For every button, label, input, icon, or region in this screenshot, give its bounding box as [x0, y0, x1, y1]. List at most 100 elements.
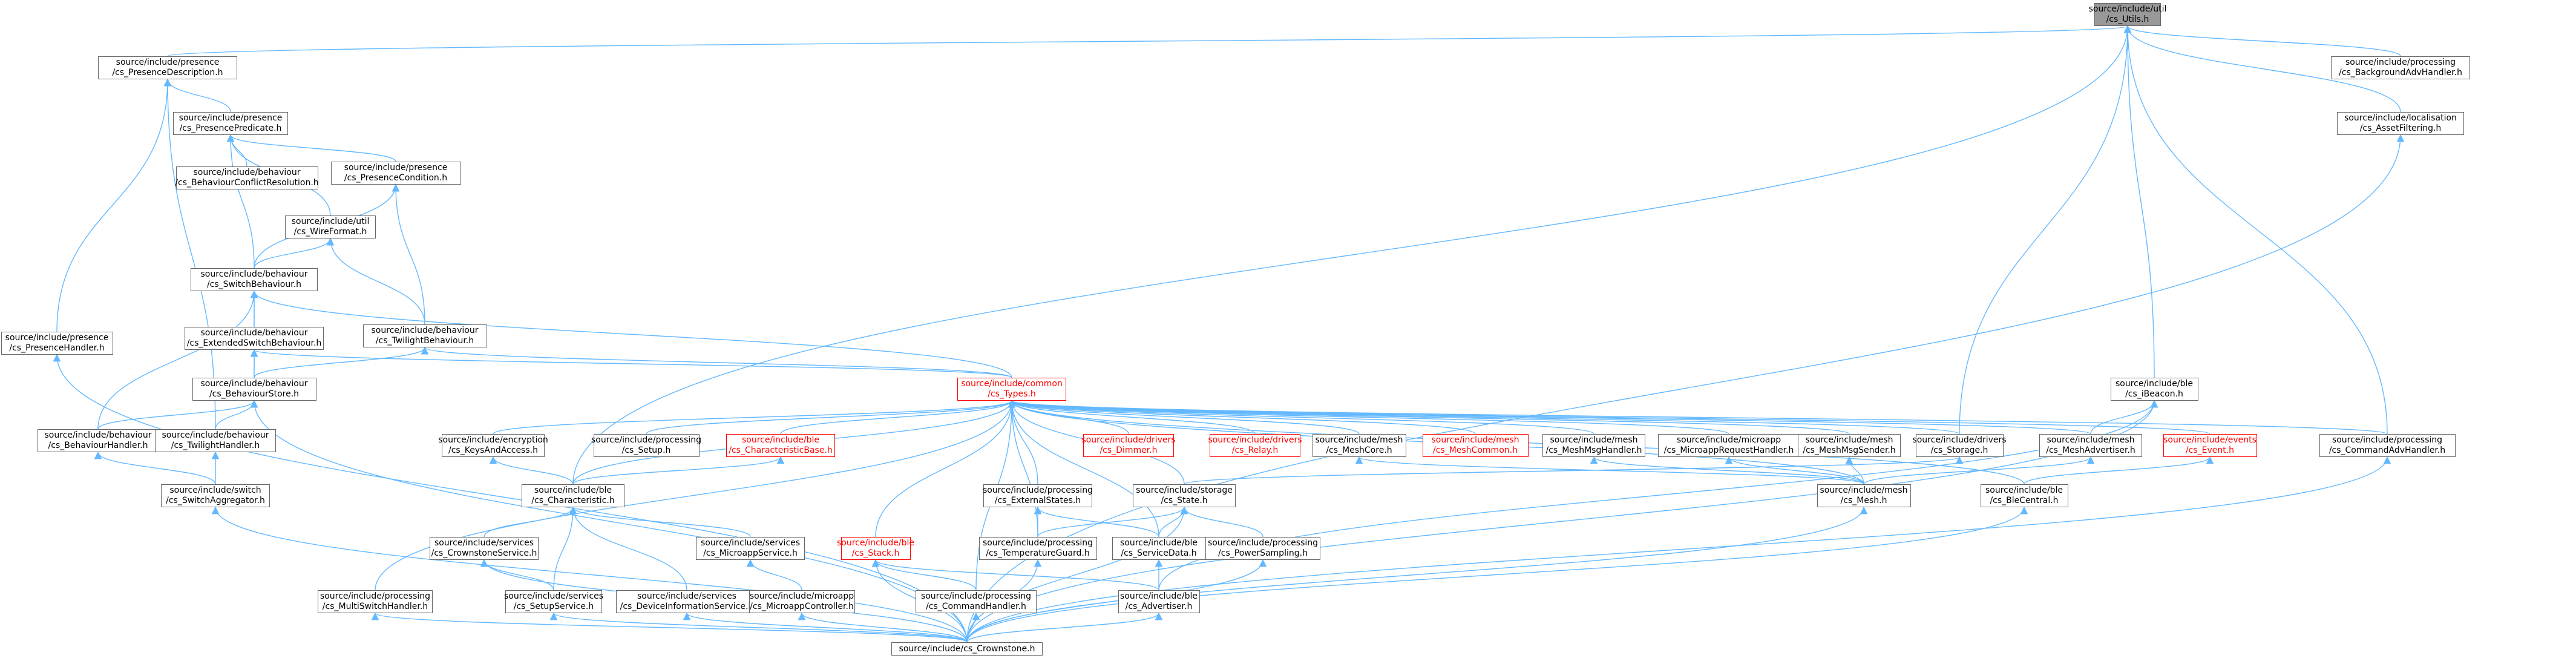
- node-label-path: source/include/presence: [344, 163, 448, 173]
- node-utils[interactable]: source/include/util/cs_Utils.h: [2089, 3, 2166, 26]
- node-label-file: /cs_BehaviourStore.h: [209, 389, 300, 399]
- node-label-file: /cs_SwitchBehaviour.h: [206, 280, 302, 289]
- edge-crownstone-to-devinfo: [683, 612, 968, 643]
- node-servdata[interactable]: source/include/ble/cs_ServiceData.h: [1112, 537, 1206, 560]
- node-advertiser[interactable]: source/include/ble/cs_Advertiser.h: [1118, 590, 1200, 613]
- node-label-path: source/include/ble: [1119, 538, 1198, 548]
- edge-crownstone-to-preshandler: [53, 354, 968, 643]
- node-types[interactable]: source/include/common/cs_Types.h: [957, 378, 1066, 401]
- node-label-path: source/include/mesh: [2047, 435, 2135, 445]
- node-label-file: /cs_PresencePredicate.h: [179, 123, 282, 133]
- node-label-file: /cs_CharacteristicBase.h: [729, 446, 833, 455]
- node-label-path: source/include/presence: [116, 58, 220, 67]
- node-dimmer[interactable]: source/include/drivers/cs_Dimmer.h: [1081, 434, 1176, 457]
- node-label-path: source/include/services: [700, 538, 801, 548]
- node-label-file: /cs_PowerSampling.h: [1218, 548, 1308, 558]
- node-stack[interactable]: source/include/ble/cs_Stack.h: [837, 537, 914, 560]
- node-label-path: source/include/mesh: [1820, 485, 1908, 495]
- node-charh[interactable]: source/include/ble/cs_Characteristic.h: [522, 484, 624, 507]
- node-label-path: source/include/ble: [1119, 591, 1198, 601]
- edge-keys-to-types: [493, 400, 1015, 435]
- edge-bhandler-to-bstore: [97, 400, 258, 430]
- node-crownstone[interactable]: source/include/cs_Crownstone.h: [891, 642, 1043, 656]
- edge-presPred-to-presdesc: [163, 78, 231, 113]
- edge-charh-to-charbase: [572, 456, 785, 485]
- node-label-file: /cs_Setup.h: [621, 446, 671, 455]
- node-microctrl[interactable]: source/include/microapp/cs_MicroappContr…: [749, 590, 855, 613]
- node-mreq[interactable]: source/include/microapp/cs_MicroappReque…: [1657, 434, 1800, 457]
- edge-extstates-to-types: [1008, 400, 1038, 485]
- edge-charbase-to-types: [780, 400, 1016, 435]
- node-label-file: /cs_Types.h: [988, 389, 1036, 399]
- node-tempguard[interactable]: source/include/processing/cs_Temperature…: [978, 537, 1097, 560]
- node-mesh[interactable]: source/include/mesh/cs_Mesh.h: [1817, 484, 1911, 507]
- node-switchb[interactable]: source/include/behaviour/cs_SwitchBehavi…: [191, 268, 318, 291]
- node-extsw[interactable]: source/include/behaviour/cs_ExtendedSwit…: [185, 327, 324, 350]
- node-wire[interactable]: source/include/util/cs_WireFormat.h: [285, 215, 376, 238]
- node-label-file: /cs_iBeacon.h: [2125, 389, 2183, 399]
- node-charbase[interactable]: source/include/ble/cs_CharacteristicBase…: [726, 434, 835, 457]
- node-meshcore[interactable]: source/include/mesh/cs_MeshCore.h: [1312, 434, 1406, 457]
- node-assetf[interactable]: source/include/localisation/cs_AssetFilt…: [2337, 112, 2464, 135]
- node-label-file: /cs_SwitchAggregator.h: [166, 496, 265, 505]
- node-bhandler[interactable]: source/include/behaviour/cs_BehaviourHan…: [38, 429, 159, 452]
- node-label-path: source/include/drivers: [1208, 435, 1302, 445]
- node-label-file: /cs_Stack.h: [851, 548, 900, 558]
- node-relay[interactable]: source/include/drivers/cs_Relay.h: [1208, 434, 1302, 457]
- node-label-path: source/include/util: [2088, 4, 2167, 14]
- node-storage[interactable]: source/include/drivers/cs_Storage.h: [1912, 434, 2007, 457]
- node-label-file: /cs_KeysAndAccess.h: [448, 446, 538, 455]
- edge-meshsend-to-types: [1008, 400, 1850, 435]
- edge-charh-to-utils: [572, 25, 2132, 485]
- node-presdesc[interactable]: source/include/presence/cs_PresenceDescr…: [98, 56, 237, 79]
- edge-charh-to-keys: [489, 456, 574, 485]
- node-label-file: /cs_TwilightHandler.h: [171, 441, 260, 450]
- node-setup[interactable]: source/include/processing/cs_Setup.h: [591, 434, 701, 457]
- node-powsamp[interactable]: source/include/processing/cs_PowerSampli…: [1205, 537, 1320, 560]
- node-twhandler[interactable]: source/include/behaviour/cs_TwilightHand…: [155, 429, 276, 452]
- node-label-file: /cs_MicroappController.h: [750, 602, 854, 611]
- edge-presdesc-to-utils: [167, 25, 2131, 57]
- node-crownserv[interactable]: source/include/services/cs_CrownstoneSer…: [430, 537, 539, 560]
- node-label-file: /cs_Characteristic.h: [531, 496, 615, 505]
- node-meshsend[interactable]: source/include/mesh/cs_MeshMsgSender.h: [1798, 434, 1901, 457]
- node-blecentral[interactable]: source/include/ble/cs_BleCentral.h: [1980, 484, 2068, 507]
- node-label-file: /cs_BehaviourConflictResolution.h: [175, 178, 319, 188]
- node-label-file: /cs_Event.h: [2185, 446, 2235, 455]
- node-cmdhandler[interactable]: source/include/processing/cs_CommandHand…: [916, 590, 1037, 613]
- edge-types-to-twb: [421, 346, 1012, 378]
- node-event[interactable]: source/include/events/cs_Event.h: [2163, 434, 2257, 457]
- edge-mesh-to-meshmsg: [1590, 456, 1864, 485]
- node-bstore[interactable]: source/include/behaviour/cs_BehaviourSto…: [192, 378, 316, 401]
- edge-multisw-to-types: [375, 400, 1016, 591]
- edge-stack-to-types: [875, 400, 1016, 538]
- edge-servdata-to-types: [1008, 400, 1159, 538]
- node-prescond[interactable]: source/include/presence/cs_PresenceCondi…: [330, 162, 461, 185]
- node-swagg[interactable]: source/include/switch/cs_SwitchAggregato…: [161, 484, 270, 507]
- node-bconf[interactable]: source/include/behaviour/cs_BehaviourCon…: [175, 166, 319, 189]
- node-label-file: /cs_CommandAdvHandler.h: [2329, 446, 2446, 455]
- node-label-file: /cs_Dimmer.h: [1100, 446, 1158, 455]
- node-label-path: source/include/ble: [2115, 379, 2194, 389]
- node-label-path: source/include/switch: [169, 485, 261, 495]
- node-microserv[interactable]: source/include/services/cs_MicroappServi…: [696, 537, 805, 560]
- node-twb[interactable]: source/include/behaviour/cs_TwilightBeha…: [362, 324, 487, 347]
- node-ibeacon[interactable]: source/include/ble/cs_iBeacon.h: [2110, 378, 2198, 401]
- node-meshmsg[interactable]: source/include/mesh/cs_MeshMsgHandler.h: [1542, 434, 1645, 457]
- node-bgadv[interactable]: source/include/processing/cs_BackgroundA…: [2331, 56, 2470, 79]
- node-devinfo[interactable]: source/include/services/cs_DeviceInforma…: [615, 590, 758, 613]
- edge-crownstone-to-multisw: [372, 612, 968, 643]
- node-meshcommon[interactable]: source/include/mesh/cs_MeshCommon.h: [1422, 434, 1529, 457]
- node-label-file: /cs_ServiceData.h: [1121, 548, 1197, 558]
- node-state[interactable]: source/include/storage/cs_State.h: [1133, 484, 1236, 507]
- node-meshadv[interactable]: source/include/mesh/cs_MeshAdvertiser.h: [2039, 434, 2142, 457]
- node-preshandler[interactable]: source/include/presence/cs_PresenceHandl…: [1, 332, 113, 355]
- node-keys[interactable]: source/include/encryption/cs_KeysAndAcce…: [438, 434, 548, 457]
- node-extstates[interactable]: source/include/processing/cs_ExternalSta…: [983, 484, 1093, 507]
- node-label-path: source/include/util: [291, 217, 370, 226]
- node-cmdadv[interactable]: source/include/processing/cs_CommandAdvH…: [2319, 434, 2456, 457]
- node-multisw[interactable]: source/include/processing/cs_MultiSwitch…: [318, 590, 433, 613]
- node-label-path: source/include/services: [503, 591, 604, 601]
- node-presPred[interactable]: source/include/presence/cs_PresencePredi…: [173, 112, 288, 135]
- node-setupserv[interactable]: source/include/services/cs_SetupService.…: [503, 590, 604, 613]
